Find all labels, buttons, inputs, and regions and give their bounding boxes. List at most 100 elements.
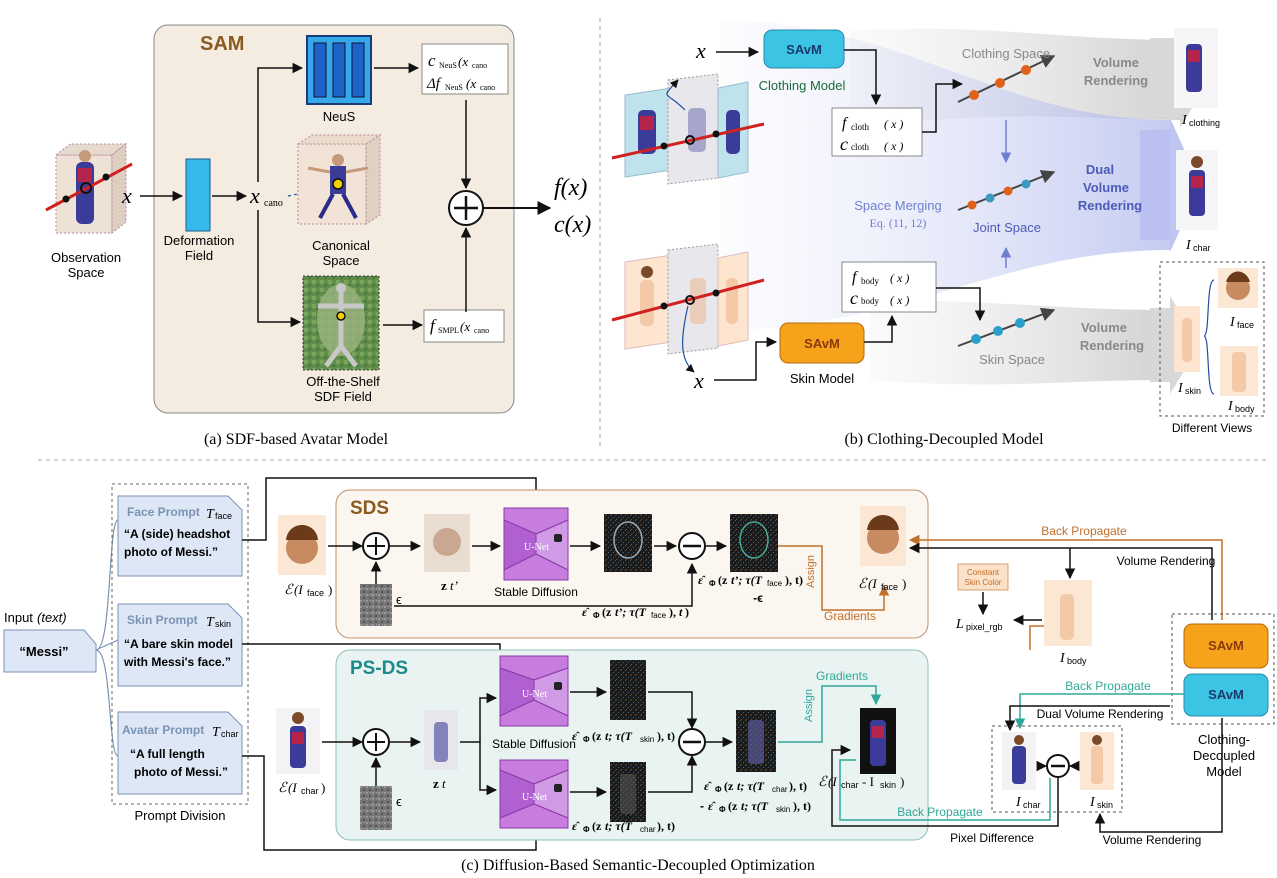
- skin-savm-box: [779, 322, 865, 364]
- volume-rendering-bottom: Volume Rendering: [1103, 833, 1202, 847]
- vr-bottom-2: Rendering: [1080, 338, 1144, 353]
- i-skin-render-sub: skin: [1097, 800, 1113, 810]
- svg-text:face: face: [307, 588, 324, 598]
- avatar-prompt-text-1: “A full length: [130, 747, 205, 761]
- svg-text:face: face: [767, 579, 783, 588]
- svg-text:char: char: [640, 825, 656, 834]
- volume-rendering-top: Volume Rendering: [1117, 554, 1216, 568]
- skin-prompt-sub: skin: [215, 619, 231, 629]
- psds-eps-skin-image: [610, 660, 646, 720]
- panel-c-savm-orange-label: SAvM: [1208, 638, 1244, 653]
- svg-text:),: ),: [669, 605, 676, 619]
- sdf-field-label-1: Off-the-Shelf: [306, 374, 380, 389]
- svg-text:I: I: [1177, 381, 1184, 396]
- sds-stable-diffusion-label: Stable Diffusion: [494, 585, 578, 599]
- different-views-box: [1159, 261, 1265, 417]
- svg-text:ε̂: ε̂: [572, 819, 580, 833]
- dvr-3: Rendering: [1078, 198, 1142, 213]
- i-clothing-sub: clothing: [1189, 118, 1220, 128]
- i-char-render-sub: char: [1023, 800, 1041, 810]
- svg-text:), t): ), t): [657, 729, 675, 743]
- psds-unet-top: [499, 655, 569, 727]
- skin-model-label: Skin Model: [790, 371, 854, 386]
- f-body: f: [852, 269, 859, 286]
- svg-text:), t): ), t): [657, 819, 675, 833]
- psds-stable-diffusion-label: Stable Diffusion: [492, 737, 576, 751]
- svg-text:t’: t’: [450, 578, 458, 593]
- prompt-division-label: Prompt Division: [134, 808, 225, 823]
- svg-text:char: char: [841, 780, 859, 790]
- avatar-prompt-text-2: photo of Messi.”: [134, 765, 228, 779]
- i-face-sub: face: [1237, 320, 1254, 330]
- psds-assign-label: Assign: [803, 689, 815, 722]
- panel-c: Input (text) “Messi” Prompt Division Fac…: [3, 477, 1275, 874]
- clothing-model-label: Clothing Model: [759, 78, 846, 93]
- svg-text:(I: (I: [288, 780, 297, 795]
- svg-text:): ): [902, 576, 906, 591]
- clothing-decoupled-model-box: [1171, 613, 1275, 725]
- f-cloth-sub: cloth: [851, 122, 869, 132]
- canonical-space-label-1: Canonical: [312, 238, 370, 253]
- pixel-difference-label: Pixel Difference: [950, 831, 1034, 845]
- enc-face: ℰ: [284, 583, 294, 598]
- zt: z: [433, 776, 439, 791]
- enc-face-target: ℰ: [858, 577, 868, 592]
- constant-skin-color-box: [957, 563, 1009, 591]
- input-value: “Messi”: [19, 644, 68, 659]
- c-cloth-sub: cloth: [851, 142, 869, 152]
- f-cloth: f: [842, 115, 849, 132]
- neus-out-delta-arg: (x: [466, 76, 476, 91]
- svg-text:I: I: [1185, 238, 1192, 253]
- sds-assign-label: Assign: [805, 555, 817, 588]
- vr-top-2: Rendering: [1084, 73, 1148, 88]
- svg-text:ε̂: ε̂: [572, 729, 580, 743]
- skin-savm-label: SAvM: [804, 336, 840, 351]
- eps-skin-args: (z: [592, 729, 602, 743]
- svg-text:I: I: [1059, 651, 1066, 666]
- observation-space-cube: [45, 142, 133, 235]
- svg-text:skin: skin: [880, 780, 896, 790]
- eps-diff-tail: -: [700, 799, 704, 813]
- input-label: Input: [4, 610, 33, 625]
- svg-text:I: I: [1181, 113, 1188, 128]
- smpl-out-sub: SMPL: [438, 326, 459, 335]
- svg-text:): ): [328, 582, 332, 597]
- back-propagate-bottom: Back Propagate: [897, 805, 983, 819]
- sds-gradients-label: Gradients: [824, 609, 876, 623]
- clothing-character-slices: [611, 73, 765, 185]
- observation-space-label-1: Observation: [51, 250, 121, 265]
- cdm-label-2: Decoupled: [1193, 748, 1255, 763]
- svg-text:(z: (z: [728, 799, 738, 813]
- avatar-prompt-sym: T: [212, 725, 221, 740]
- caption-b: (b) Clothing-Decoupled Model: [844, 431, 1044, 448]
- psds-unet-bottom-label: U-Net: [522, 792, 547, 803]
- panel-c-savm-blue-label: SAvM: [1208, 687, 1244, 702]
- svg-text:Φ: Φ: [583, 825, 590, 834]
- x-cano-sub: cano: [264, 198, 283, 209]
- svg-text:ε̂: ε̂: [704, 779, 712, 793]
- psds-noise-image: [360, 786, 392, 830]
- neus-out-delta-sub: NeuS: [445, 83, 463, 92]
- body-output-box: [841, 261, 937, 313]
- svg-text:): ): [900, 774, 904, 789]
- space-merging-label: Space Merging: [854, 198, 941, 213]
- input-box: [3, 629, 97, 673]
- svg-text:skin: skin: [640, 735, 654, 744]
- dvr-1: Dual: [1086, 162, 1114, 177]
- svg-text:( x ): ( x ): [884, 117, 903, 131]
- clothing-savm-box: [763, 29, 845, 69]
- different-views-label: Different Views: [1172, 421, 1252, 435]
- svg-text:I: I: [1015, 795, 1022, 810]
- face-prompt-text-1: “A (side) headshot: [124, 527, 230, 541]
- eps-char-args: (z: [592, 819, 602, 833]
- svg-text:I: I: [1229, 315, 1236, 330]
- svg-text:(I: (I: [294, 582, 303, 597]
- svg-text:face: face: [881, 582, 898, 592]
- enc-diff: ℰ: [818, 775, 828, 790]
- x-cano: x: [249, 183, 260, 208]
- svg-text:Φ: Φ: [715, 785, 722, 794]
- c-body: c: [850, 288, 858, 308]
- neus-out-delta-argsub: cano: [480, 83, 495, 92]
- svg-text:t; τ(T: t; τ(T: [605, 819, 633, 833]
